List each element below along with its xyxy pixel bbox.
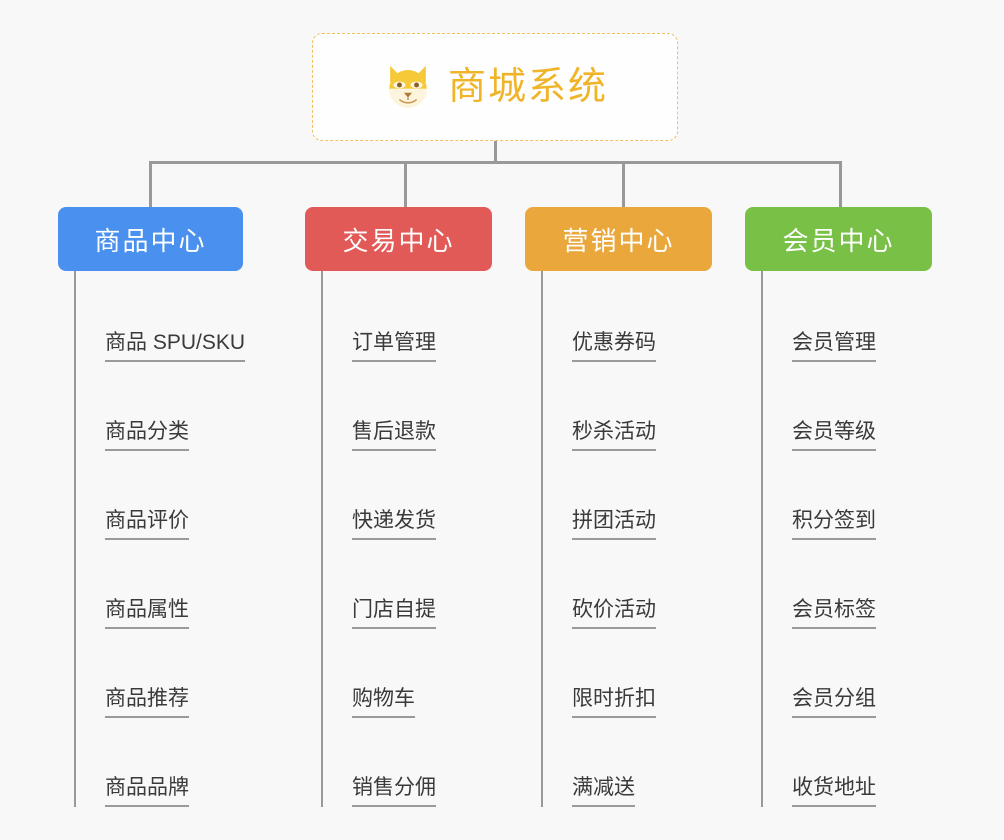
list-item[interactable]: 满减送 [543,718,712,807]
item-label: 快递发货 [352,508,436,540]
list-item[interactable]: 会员管理 [763,273,932,362]
category-header-2[interactable]: 营销中心 [525,207,712,271]
item-label: 限时折扣 [572,686,656,718]
category-items-0: 商品 SPU/SKU 商品分类 商品评价 商品属性 商品推荐 商品品牌 [74,271,246,807]
category-label-3: 会员中心 [782,225,895,256]
item-label: 销售分佣 [352,775,436,807]
root-node[interactable]: 商城系统 [312,33,678,141]
item-label: 砍价活动 [572,597,656,629]
category-column-3: 会员中心 会员管理 会员等级 积分签到 会员标签 会员分组 收货地址 [745,207,932,807]
list-item[interactable]: 砍价活动 [543,540,712,629]
item-label: 会员管理 [792,330,876,362]
list-item[interactable]: 优惠券码 [543,273,712,362]
connector-drop-3 [839,161,842,208]
connector-drop-1 [404,161,407,208]
item-label: 拼团活动 [572,508,656,540]
list-item[interactable]: 销售分佣 [323,718,492,807]
item-label: 购物车 [352,686,415,718]
item-label: 优惠券码 [572,330,656,362]
list-item[interactable]: 快递发货 [323,451,492,540]
connector-drop-2 [622,161,625,208]
item-label: 商品 SPU/SKU [105,330,246,362]
item-label: 会员分组 [792,686,876,718]
item-label: 商品评价 [105,508,189,540]
list-item[interactable]: 商品 SPU/SKU [76,273,246,362]
list-item[interactable]: 会员标签 [763,540,932,629]
list-item[interactable]: 购物车 [323,629,492,718]
list-item[interactable]: 订单管理 [323,273,492,362]
list-item[interactable]: 会员分组 [763,629,932,718]
item-label: 收货地址 [792,775,876,807]
connector-horizontal-bus [149,161,841,164]
category-items-1: 订单管理 售后退款 快递发货 门店自提 购物车 销售分佣 [321,271,492,807]
category-items-3: 会员管理 会员等级 积分签到 会员标签 会员分组 收货地址 [761,271,932,807]
list-item[interactable]: 积分签到 [763,451,932,540]
list-item[interactable]: 会员等级 [763,362,932,451]
list-item[interactable]: 拼团活动 [543,451,712,540]
category-items-2: 优惠券码 秒杀活动 拼团活动 砍价活动 限时折扣 满减送 [541,271,712,807]
list-item[interactable]: 商品分类 [76,362,243,451]
item-label: 商品推荐 [105,686,189,718]
list-item[interactable]: 商品评价 [76,451,243,540]
item-label: 售后退款 [352,419,436,451]
connector-drop-0 [149,161,152,208]
item-label: 门店自提 [352,597,436,629]
list-item[interactable]: 收货地址 [763,718,932,807]
shiba-dog-face-icon [389,65,427,108]
item-label: 会员等级 [792,419,876,451]
item-label: 满减送 [572,775,635,807]
list-item[interactable]: 秒杀活动 [543,362,712,451]
category-header-0[interactable]: 商品中心 [58,207,243,271]
root-title: 商城系统 [447,66,608,108]
category-label-2: 营销中心 [562,225,675,256]
category-header-3[interactable]: 会员中心 [745,207,932,271]
list-item[interactable]: 门店自提 [323,540,492,629]
item-label: 商品属性 [105,597,189,629]
connector-root-stem [494,141,497,163]
category-column-0: 商品中心 商品 SPU/SKU 商品分类 商品评价 商品属性 商品推荐 商品品牌 [58,207,246,807]
item-label: 商品品牌 [105,775,189,807]
list-item[interactable]: 商品品牌 [76,718,243,807]
item-label: 订单管理 [352,330,436,362]
item-label: 秒杀活动 [572,419,656,451]
item-label: 会员标签 [792,597,876,629]
category-header-1[interactable]: 交易中心 [305,207,492,271]
item-label: 商品分类 [105,419,189,451]
category-column-2: 营销中心 优惠券码 秒杀活动 拼团活动 砍价活动 限时折扣 满减送 [525,207,712,807]
list-item[interactable]: 商品推荐 [76,629,243,718]
list-item[interactable]: 商品属性 [76,540,243,629]
category-column-1: 交易中心 订单管理 售后退款 快递发货 门店自提 购物车 销售分佣 [305,207,492,807]
list-item[interactable]: 限时折扣 [543,629,712,718]
category-label-1: 交易中心 [342,225,455,256]
category-label-0: 商品中心 [94,225,207,256]
list-item[interactable]: 售后退款 [323,362,492,451]
item-label: 积分签到 [792,508,876,540]
